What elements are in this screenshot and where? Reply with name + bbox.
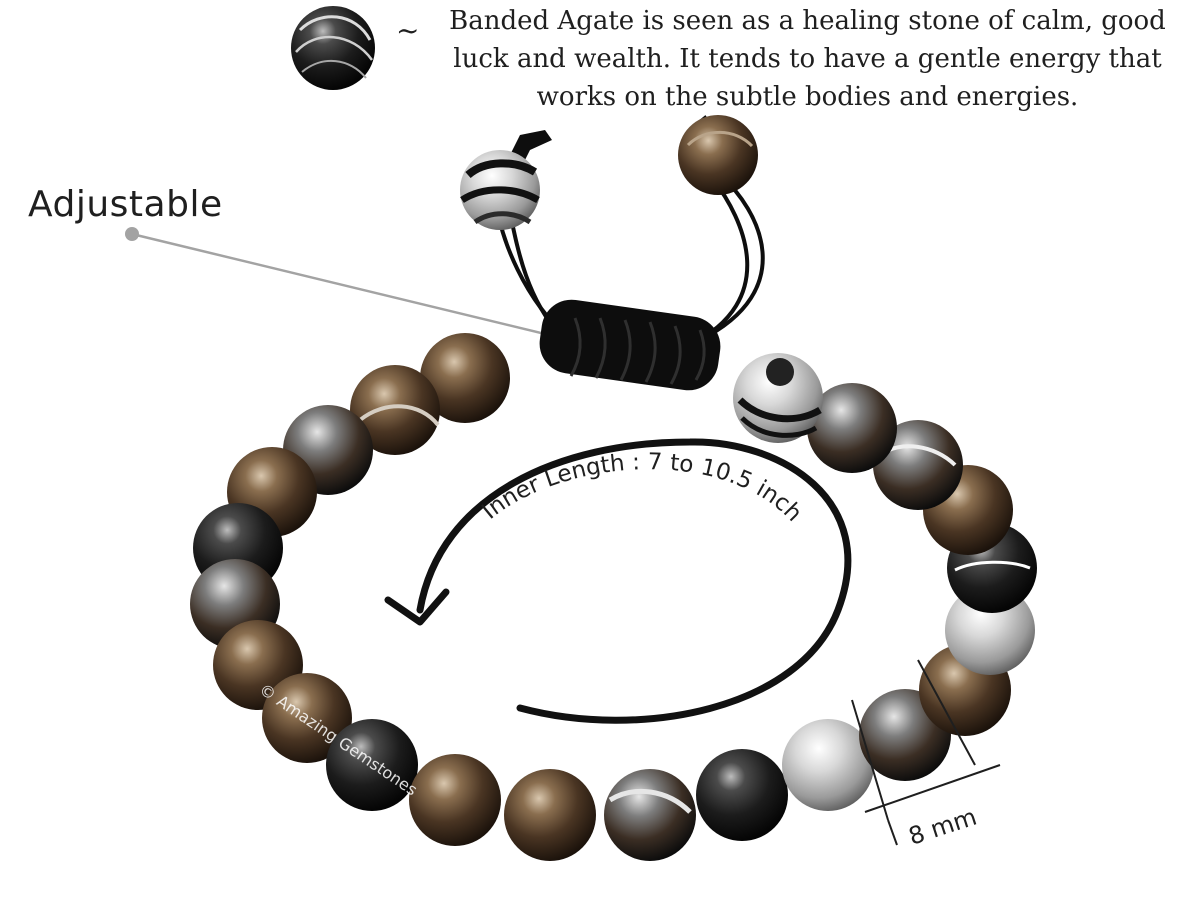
bead-ring — [190, 333, 1037, 861]
cord-end-bead-left — [460, 150, 540, 230]
adjustable-pointer — [125, 227, 571, 342]
stone-description: Banded Agate is seen as a healing stone … — [425, 2, 1190, 116]
inner-length-label: Inner Length : 7 to 10.5 inch — [477, 449, 807, 527]
separator-tilde: ~ — [396, 14, 420, 47]
bead-size-dimension — [851, 659, 1001, 846]
description-line-1: Banded Agate is seen as a healing stone … — [449, 6, 1166, 36]
inner-length-arrow — [384, 438, 852, 724]
adjustable-knot — [539, 299, 721, 391]
adjustable-label: Adjustable — [28, 184, 223, 225]
sample-bead-icon — [291, 6, 375, 90]
bead-size-label: 8 mm — [905, 803, 980, 851]
cord-end-bead-right — [678, 115, 758, 195]
description-line-3: works on the subtle bodies and energies. — [536, 82, 1079, 112]
description-line-2: luck and wealth. It tends to have a gent… — [453, 44, 1162, 74]
